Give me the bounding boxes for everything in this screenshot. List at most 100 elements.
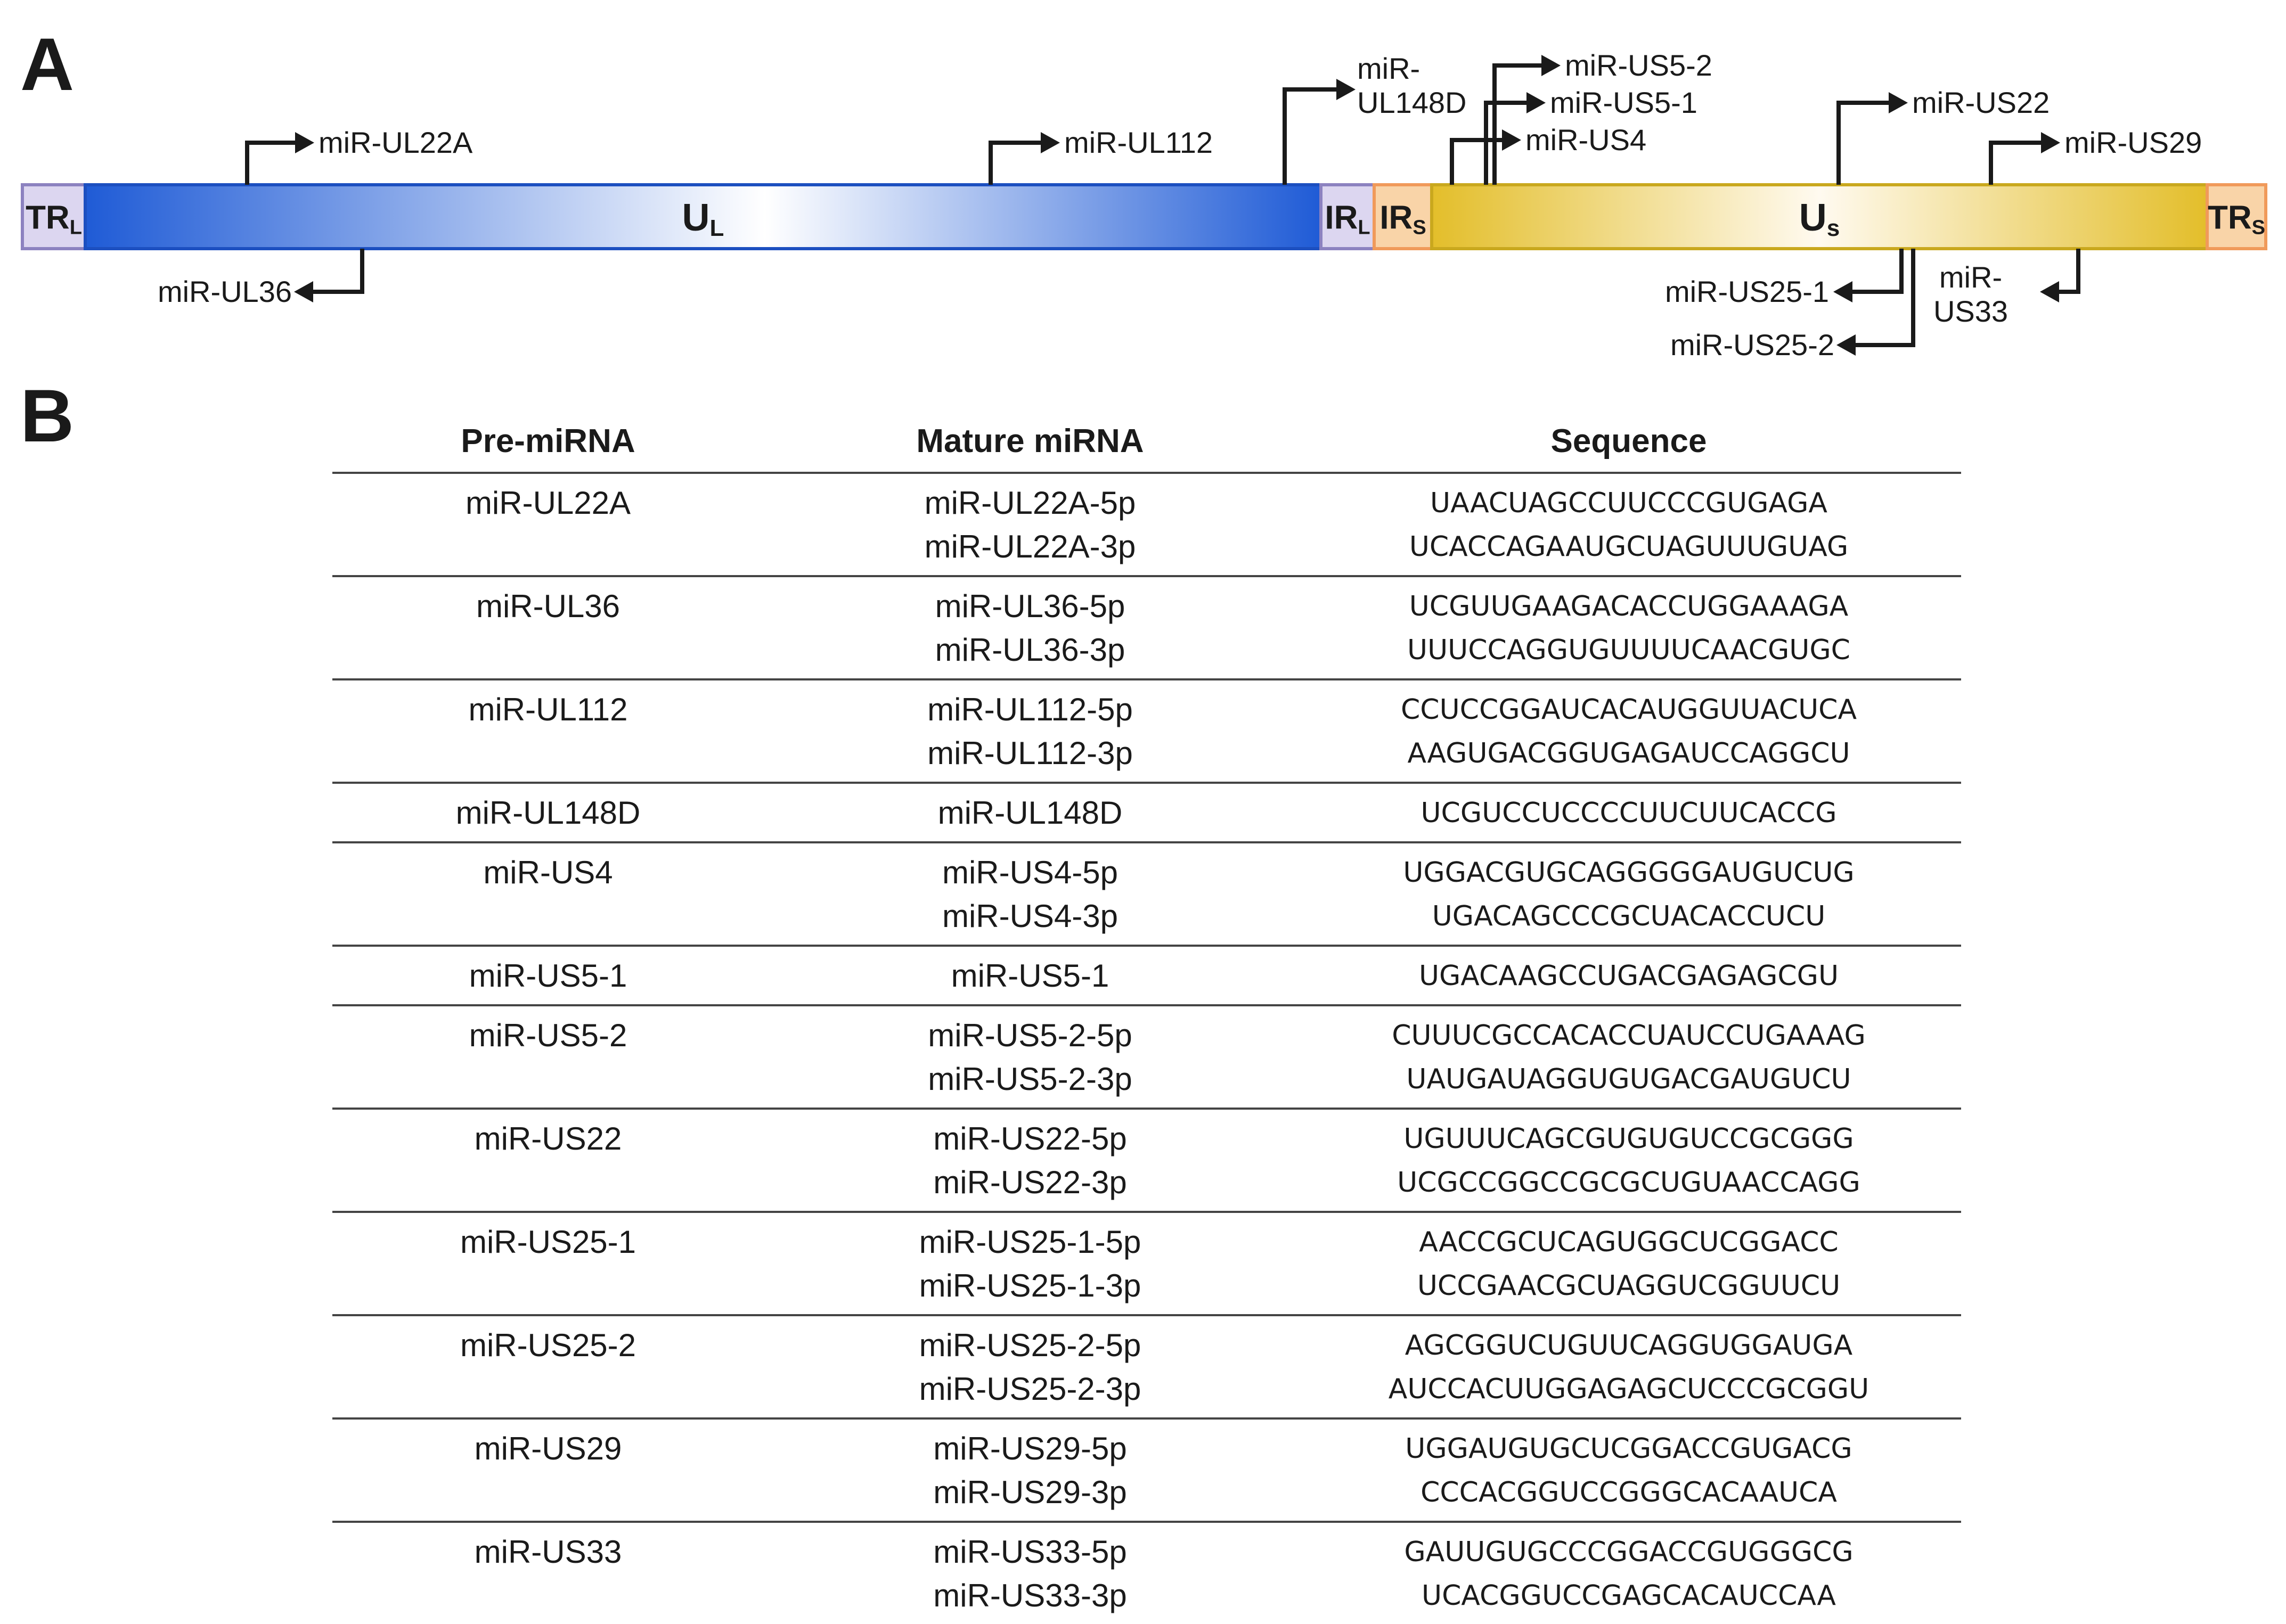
pre-mirna-cell: miR-UL36 bbox=[332, 576, 764, 680]
mirna-label-line: miR- bbox=[1939, 260, 2002, 294]
arrowhead-icon bbox=[1889, 92, 1908, 113]
table-row: miR-UL112 miR-UL112-5p miR-UL112-3p CCUCCGG… bbox=[332, 679, 1961, 784]
panel-a-letter: A bbox=[20, 22, 75, 106]
mirna-label-line: miR-UL112 bbox=[1064, 126, 1213, 159]
arrowhead-icon bbox=[2040, 281, 2059, 302]
pre-mirna-name: miR-US29 bbox=[474, 1431, 622, 1466]
mature-mirna-cell: miR-UL112-5p miR-UL112-3p bbox=[764, 679, 1296, 784]
header-pre-mirna: Pre-miRNA bbox=[332, 410, 764, 474]
segment-ul: UL bbox=[84, 183, 1322, 250]
mirna-label: miR-US29 bbox=[2064, 126, 2202, 159]
sequence-text: GAUUGUGCCCGGACCGUGGGCG bbox=[1404, 1536, 1854, 1568]
pre-mirna-cell: miR-US29 bbox=[332, 1418, 764, 1523]
mirna-label: miR-UL22A bbox=[319, 126, 473, 159]
mature-mirna-name: miR-US4-3p bbox=[942, 898, 1118, 934]
mirna-label: miR-US33 bbox=[1933, 260, 2008, 328]
segment-us-label: Us bbox=[1799, 196, 1840, 241]
arrowhead-icon bbox=[1541, 55, 1561, 76]
segment-subscript: S bbox=[2252, 216, 2265, 239]
sequence-text: CUUUCGCCACACCUAUCCUGAAAG bbox=[1392, 1020, 1866, 1052]
mirna-label-line: miR- bbox=[1357, 52, 1420, 85]
mature-mirna-name: miR-US33-3p bbox=[933, 1578, 1127, 1613]
arrow-stem bbox=[1849, 249, 1904, 294]
segment-irs: IRS bbox=[1373, 183, 1433, 250]
sequence-text: UAUGAUAGGUGUGACGAUGUCU bbox=[1406, 1063, 1851, 1095]
mature-mirna-name: miR-UL112-5p bbox=[927, 692, 1133, 727]
pre-mirna-name: miR-US25-2 bbox=[460, 1327, 636, 1363]
arrowhead-icon bbox=[1502, 129, 1521, 151]
segment-irl: IRL bbox=[1319, 183, 1376, 250]
pre-mirna-cell: miR-US4 bbox=[332, 842, 764, 947]
arrow-stem bbox=[989, 141, 1044, 185]
pre-mirna-name: miR-US22 bbox=[474, 1121, 622, 1157]
sequence-text: AAGUGACGGUGAGAUCCAGGCU bbox=[1407, 737, 1850, 769]
mirna-label: miR-US5-1 bbox=[1550, 86, 1697, 119]
mirna-label: miR-UL148D bbox=[1357, 52, 1466, 119]
mature-mirna-name: miR-US22-5p bbox=[933, 1121, 1127, 1157]
mirna-label: miR-UL112 bbox=[1064, 126, 1213, 159]
sequence-text: UGGACGUGCAGGGGGAUGUCUG bbox=[1403, 857, 1855, 889]
mirna-label: miR-US25-1 bbox=[1665, 275, 1829, 308]
sequence-cell: UGGACGUGCAGGGGGAUGUCUG UGACAGCCCGCUACACCU… bbox=[1296, 842, 1961, 947]
arrowhead-icon bbox=[1833, 281, 1852, 302]
mature-mirna-name: miR-US5-2-3p bbox=[928, 1061, 1132, 1097]
sequence-cell: CUUUCGCCACACCUAUCCUGAAAG UAUGAUAGGUGUGACG… bbox=[1296, 1005, 1961, 1110]
sequence-text: UGACAGCCCGCUACACCUCU bbox=[1432, 900, 1826, 932]
segment-trs: TRS bbox=[2206, 183, 2267, 250]
sequence-cell: UGACAAGCCUGACGAGAGCGU bbox=[1296, 946, 1961, 1006]
arrow-stem bbox=[1492, 63, 1545, 185]
panel-b-letter: B bbox=[20, 374, 75, 457]
table-header-row: Pre-miRNA Mature miRNA Sequence bbox=[332, 410, 1961, 474]
pre-mirna-name: miR-UL36 bbox=[476, 588, 621, 624]
mirna-label-line: US33 bbox=[1933, 294, 2008, 328]
mirna-table: Pre-miRNA Mature miRNA Sequence miR-UL22… bbox=[332, 410, 1961, 1624]
segment-main-text: IR bbox=[1379, 199, 1413, 236]
mirna-label-line: miR-UL36 bbox=[158, 275, 292, 308]
sequence-cell: CCUCCGGAUCACAUGGUUACUCA AAGUGACGGUGAGAUCC… bbox=[1296, 679, 1961, 784]
mature-mirna-cell: miR-UL148D bbox=[764, 783, 1296, 843]
sequence-text: UCGCCGGCCGCGCUGUAACCAGG bbox=[1397, 1167, 1860, 1199]
mirna-label-line: miR-US4 bbox=[1525, 123, 1646, 157]
mirna-label: miR-US25-2 bbox=[1670, 328, 1834, 362]
mirna-marker-us25-1: miR-US25-1 bbox=[1665, 249, 1904, 308]
mature-mirna-name: miR-UL36-3p bbox=[935, 632, 1125, 668]
arrow-stem bbox=[310, 249, 364, 294]
segment-subscript: L bbox=[710, 215, 724, 241]
sequence-text: UUUCCAGGUGUUUUCAACGUGC bbox=[1407, 634, 1850, 666]
mature-mirna-name: miR-US25-1-5p bbox=[919, 1224, 1141, 1260]
segment-main-text: IR bbox=[1325, 199, 1358, 236]
arrowhead-icon bbox=[2041, 132, 2060, 153]
pre-mirna-name: miR-US33 bbox=[474, 1534, 622, 1570]
sequence-text: CCUCCGGAUCACAUGGUUACUCA bbox=[1400, 694, 1857, 726]
mature-mirna-name: miR-US5-1 bbox=[951, 958, 1109, 994]
mirna-marker-us29: miR-US29 bbox=[1989, 126, 2202, 185]
arrow-stem bbox=[1484, 101, 1530, 185]
mature-mirna-name: miR-UL22A-5p bbox=[924, 485, 1136, 521]
segment-main-text: U bbox=[682, 196, 710, 239]
mirna-marker-ul148d: miR-UL148D bbox=[1283, 52, 1466, 185]
pre-mirna-cell: miR-US22 bbox=[332, 1109, 764, 1213]
arrow-stem bbox=[1852, 249, 1915, 347]
mature-mirna-name: miR-US33-5p bbox=[933, 1534, 1127, 1570]
mature-mirna-name: miR-UL112-3p bbox=[927, 735, 1133, 771]
mirna-label-line: UL148D bbox=[1357, 86, 1466, 119]
pre-mirna-cell: miR-UL112 bbox=[332, 679, 764, 784]
sequence-text: CCCACGGUCCGGGCACAAUCA bbox=[1420, 1477, 1837, 1508]
segment-trl-label: TRL bbox=[26, 199, 82, 239]
arrow-stem bbox=[2056, 249, 2080, 294]
